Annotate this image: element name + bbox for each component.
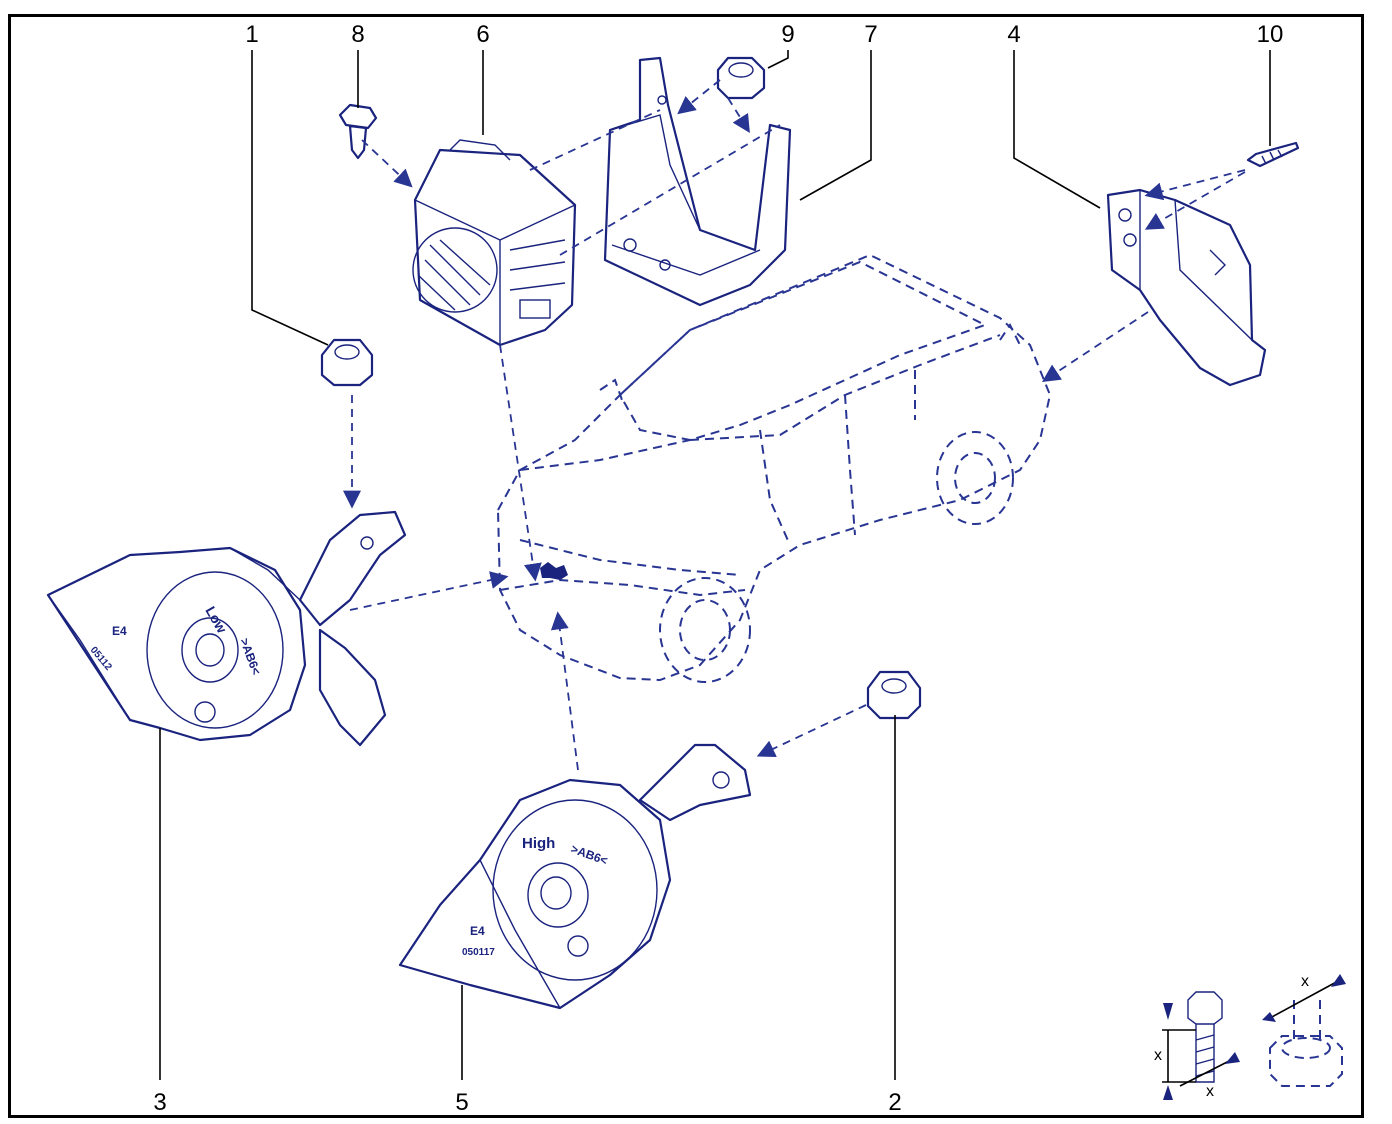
part-7-mounting-bracket [603,56,792,307]
part-6-siren-unit [412,139,577,347]
callout-9: 9 [781,21,794,48]
low-horn-approval: E4 [112,624,127,638]
part-9-flange-nut [716,56,766,100]
callout-numbers: 1 8 6 9 7 4 10 3 5 2 [153,21,1283,1116]
nut-dim-x: x [1301,973,1309,990]
vehicle-horn-mount [540,562,568,580]
leader-lines [159,50,1271,1080]
high-horn-label: High [522,835,555,852]
high-horn-approval: E4 [470,924,485,938]
callout-7: 7 [864,21,877,48]
callout-10: 10 [1257,21,1284,48]
callout-8: 8 [351,21,364,48]
part-4-control-module [1106,188,1267,387]
bolt-dim-x-vertical: x [1154,1047,1162,1064]
assembly-arrows [343,79,1246,771]
callout-3: 3 [153,1089,166,1116]
callout-6: 6 [476,21,489,48]
high-horn-number: 050117 [462,947,495,958]
part-3-low-horn: Low >AB6< E4 05112 [46,510,407,747]
part-5-high-horn: High >AB6< E4 050117 [398,743,752,1010]
part-1-flange-nut [320,338,374,387]
callout-4: 4 [1007,21,1020,48]
part-2-flange-nut [866,670,922,720]
dimension-legend: x x x [1154,973,1346,1100]
part-10-bolt [1246,141,1300,168]
bolt-dim-x-horizontal: x [1206,1083,1214,1100]
callout-2: 2 [888,1089,901,1116]
callout-5: 5 [455,1089,468,1116]
part-8-screw [338,103,378,160]
callout-1: 1 [245,21,258,48]
vehicle-outline [496,253,1052,683]
